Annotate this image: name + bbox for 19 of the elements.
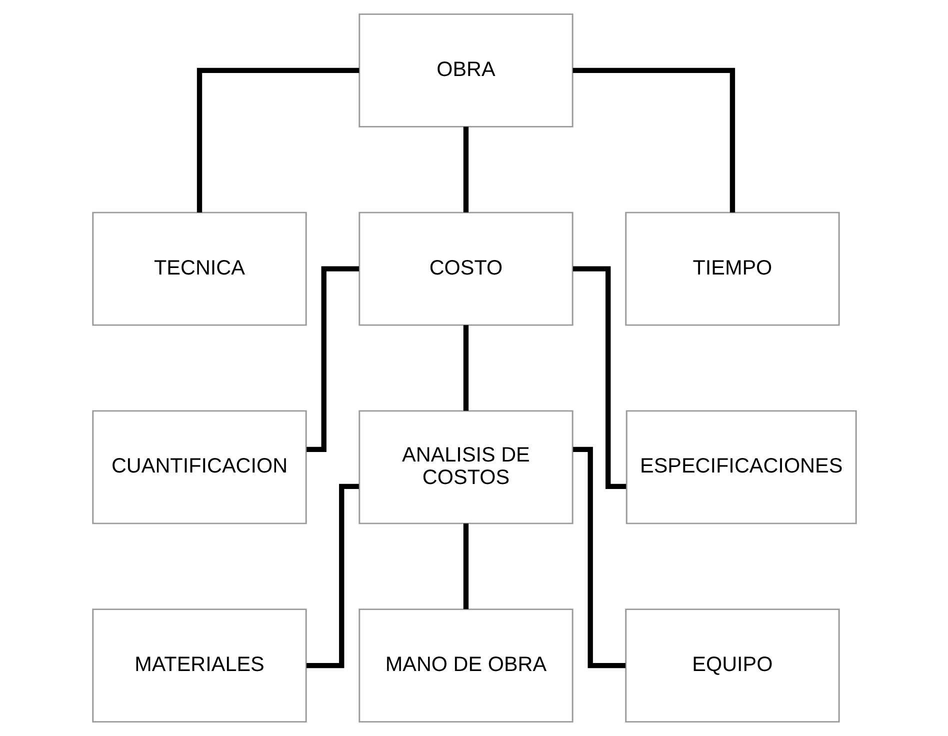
connector xyxy=(462,126,468,212)
node-box: CUANTIFICACION xyxy=(92,410,306,524)
node-box: EQUIPO xyxy=(624,608,840,723)
connector xyxy=(196,68,359,212)
connector xyxy=(462,524,468,610)
node-box: TECNICA xyxy=(92,212,306,326)
connector xyxy=(572,266,626,490)
node-box: ESPECIFICACIONES xyxy=(625,410,856,524)
connector xyxy=(306,266,358,452)
node-box: TIEMPO xyxy=(624,212,840,326)
node-box: MATERIALES xyxy=(92,608,306,723)
connector xyxy=(306,484,358,668)
node-box: COSTO xyxy=(358,212,573,326)
connector xyxy=(572,446,625,668)
connector xyxy=(462,325,468,411)
node-box: MANO DE OBRA xyxy=(358,608,573,723)
connector xyxy=(572,68,735,212)
node-box: ANALISIS DE COSTOS xyxy=(358,410,573,524)
node-box: OBRA xyxy=(358,13,573,128)
